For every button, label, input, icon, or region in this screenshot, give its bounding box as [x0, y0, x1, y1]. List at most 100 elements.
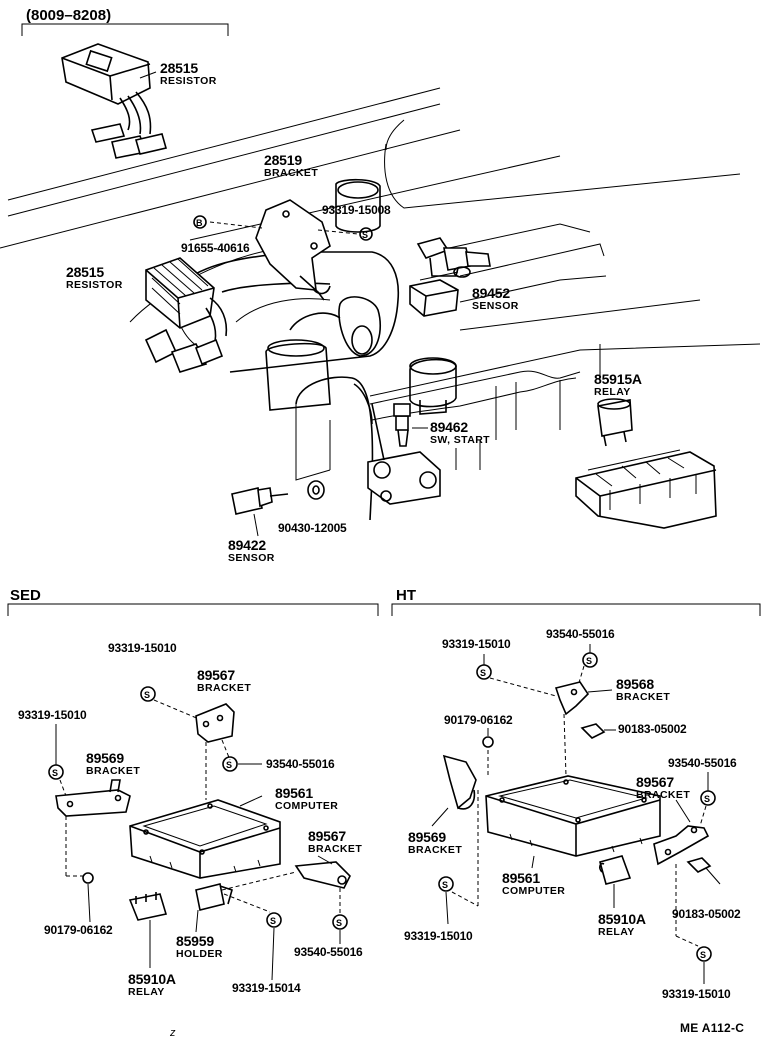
- part-name: BRACKET: [408, 844, 463, 856]
- part-number: 89569: [408, 829, 446, 845]
- svg-text:S: S: [52, 768, 58, 778]
- sed-section-title: SED: [10, 587, 41, 604]
- start-switch-label: 89462 SW, START: [430, 420, 490, 446]
- sensor-89422-label: 89422 SENSOR: [228, 538, 275, 564]
- part-name: SW, START: [430, 434, 490, 446]
- bolt-91655-40616-label: 91655-40616: [181, 241, 250, 255]
- svg-text:S: S: [442, 880, 448, 890]
- ht-clip-a-label: 90183-05002: [618, 722, 687, 736]
- diagram-code: ME A112-C: [680, 1021, 745, 1035]
- part-number: 85915A: [594, 371, 642, 387]
- bracket-28519-label: 28519 BRACKET: [264, 153, 318, 179]
- part-name: COMPUTER: [275, 800, 339, 812]
- relay-85915a-label: 85915A RELAY: [594, 372, 642, 398]
- sed-bracket-b-label: 89569 BRACKET: [86, 751, 140, 777]
- relay-85915a-drawing: [575, 398, 717, 529]
- sed-screw-d-label: 93540-55016: [294, 945, 363, 959]
- sed-bracket-a-label: 89567 BRACKET: [197, 668, 251, 694]
- ht-screw-a-label: 93319-15010: [442, 637, 511, 651]
- sed-screw-c-label: 93540-55016: [266, 757, 335, 771]
- svg-text:S: S: [336, 918, 342, 928]
- svg-text:S: S: [362, 230, 368, 240]
- part-number: 89452: [472, 285, 510, 301]
- washer-90430-12005-label: 90430-12005: [278, 521, 347, 535]
- part-number: 89561: [502, 870, 540, 886]
- part-number: 89567: [197, 667, 235, 683]
- part-number: 89567: [636, 774, 674, 790]
- resistor-mid-label: 28515 RESISTOR: [66, 265, 123, 291]
- ht-drawing: S S S S S: [431, 644, 721, 984]
- sed-screw-a-label: 93319-15010: [108, 641, 177, 655]
- ht-bracket-c-label: 89569 BRACKET: [408, 830, 462, 856]
- resistor-top-drawing: [61, 43, 168, 159]
- svg-text:S: S: [704, 794, 710, 804]
- start-switch-drawing: [393, 403, 428, 447]
- resistor-mid-drawing: [144, 257, 228, 373]
- svg-text:B: B: [196, 218, 203, 228]
- part-number: 89462: [430, 419, 468, 435]
- part-name: BRACKET: [636, 789, 691, 801]
- ht-bracket-a-label: 89568 BRACKET: [616, 677, 670, 703]
- svg-text:S: S: [700, 950, 706, 960]
- sed-holder-label: 85959 HOLDER: [176, 934, 223, 960]
- screw-93319-15008-label: 93319-15008: [322, 203, 391, 217]
- part-number: 89568: [616, 676, 654, 692]
- ht-screw-d-label: 93319-15010: [404, 929, 473, 943]
- part-name: RELAY: [594, 386, 631, 398]
- sed-relay-label: 85910A RELAY: [128, 972, 176, 998]
- svg-text:S: S: [270, 916, 276, 926]
- sensor-89422-drawing: [231, 480, 325, 537]
- part-number: 89561: [275, 785, 313, 801]
- part-number: 89569: [86, 750, 124, 766]
- part-name: BRACKET: [86, 765, 141, 777]
- part-number: 85910A: [598, 911, 646, 927]
- part-number: 28515: [160, 60, 198, 76]
- ht-relay-label: 85910A RELAY: [598, 912, 646, 938]
- ht-section-title: HT: [396, 587, 416, 604]
- sed-bracket-c-label: 89567 BRACKET: [308, 829, 362, 855]
- svg-text:S: S: [226, 760, 232, 770]
- svg-text:S: S: [144, 690, 150, 700]
- part-name: COMPUTER: [502, 885, 566, 897]
- part-number: 89567: [308, 828, 346, 844]
- part-number: 85959: [176, 933, 214, 949]
- part-name: HOLDER: [176, 948, 223, 960]
- part-name: RELAY: [128, 986, 165, 998]
- bracket-28519-drawing: [255, 199, 331, 301]
- part-name: BRACKET: [308, 843, 363, 855]
- ht-bolt-label: 90179-06162: [444, 713, 513, 727]
- valve-drawing: [409, 237, 491, 317]
- ht-screw-c-label: 93540-55016: [668, 756, 737, 770]
- part-number: 89422: [228, 537, 266, 553]
- sed-bolt-label: 90179-06162: [44, 923, 113, 937]
- svg-text:S: S: [586, 656, 592, 666]
- ht-screw-b-label: 93540-55016: [546, 627, 615, 641]
- resistor-top-label: 28515 RESISTOR: [160, 61, 217, 87]
- part-name: RELAY: [598, 926, 635, 938]
- part-name: SENSOR: [228, 552, 275, 564]
- sed-screw-b-label: 93319-15010: [18, 708, 87, 722]
- part-name: BRACKET: [264, 167, 319, 179]
- ht-section-bracket: [391, 603, 761, 616]
- part-number: 85910A: [128, 971, 176, 987]
- part-number: 28519: [264, 152, 302, 168]
- sed-screw-e-label: 93319-15014: [232, 981, 301, 995]
- sed-drawing: S S S S S: [48, 686, 351, 981]
- ht-clip-b-label: 90183-05002: [672, 907, 741, 921]
- ht-screw-e-label: 93319-15010: [662, 987, 731, 1001]
- sed-computer-label: 89561 COMPUTER: [275, 786, 338, 812]
- footnote-mark: z: [170, 1027, 176, 1039]
- part-name: BRACKET: [616, 691, 671, 703]
- part-number: 28515: [66, 264, 104, 280]
- part-name: BRACKET: [197, 682, 252, 694]
- part-name: RESISTOR: [160, 75, 217, 87]
- top-fasteners: B S: [193, 215, 373, 241]
- ht-computer-label: 89561 COMPUTER: [502, 871, 565, 897]
- sed-section-bracket: [7, 603, 379, 616]
- part-name: RESISTOR: [66, 279, 123, 291]
- range-bracket: [21, 23, 229, 36]
- range-label: (8009–8208): [26, 7, 112, 24]
- part-name: SENSOR: [472, 300, 519, 312]
